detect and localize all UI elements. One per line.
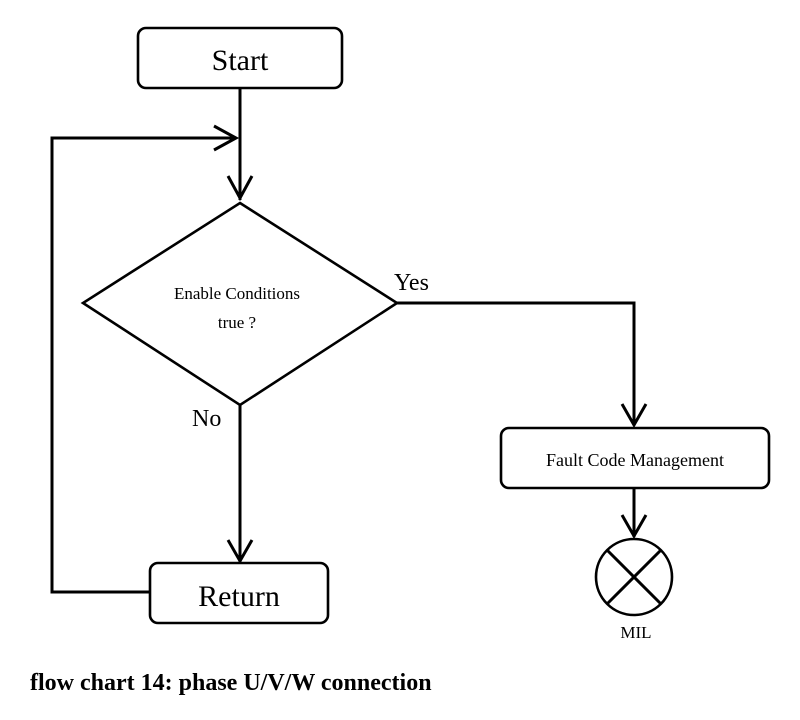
decision-label-line2: true ? <box>218 313 256 332</box>
connector-loop-back <box>50 136 236 594</box>
decision-label-line1: Enable Conditions <box>174 284 300 303</box>
return-label: Return <box>198 580 280 613</box>
no-label: No <box>192 406 221 432</box>
fault-code-management-label: Fault Code Management <box>546 450 724 470</box>
arrowhead-yes <box>620 403 648 429</box>
connector-yes <box>397 301 636 425</box>
start-label: Start <box>212 44 269 77</box>
return-node: Return <box>148 561 330 625</box>
mil-lamp-icon <box>594 537 674 617</box>
fault-code-management-node: Fault Code Management <box>499 426 771 490</box>
arrowhead-start-to-decision <box>226 175 254 202</box>
start-node: Start <box>136 26 344 90</box>
arrowhead-fault-to-mil <box>620 514 648 540</box>
figure-caption: flow chart 14: phase U/V/W connection <box>30 670 432 696</box>
yes-label: Yes <box>394 270 429 296</box>
mil-label: MIL <box>620 623 651 642</box>
arrowhead-loop-back <box>213 124 240 152</box>
arrowhead-no <box>226 539 254 565</box>
decision-node: Enable Conditions true ? <box>80 201 400 407</box>
